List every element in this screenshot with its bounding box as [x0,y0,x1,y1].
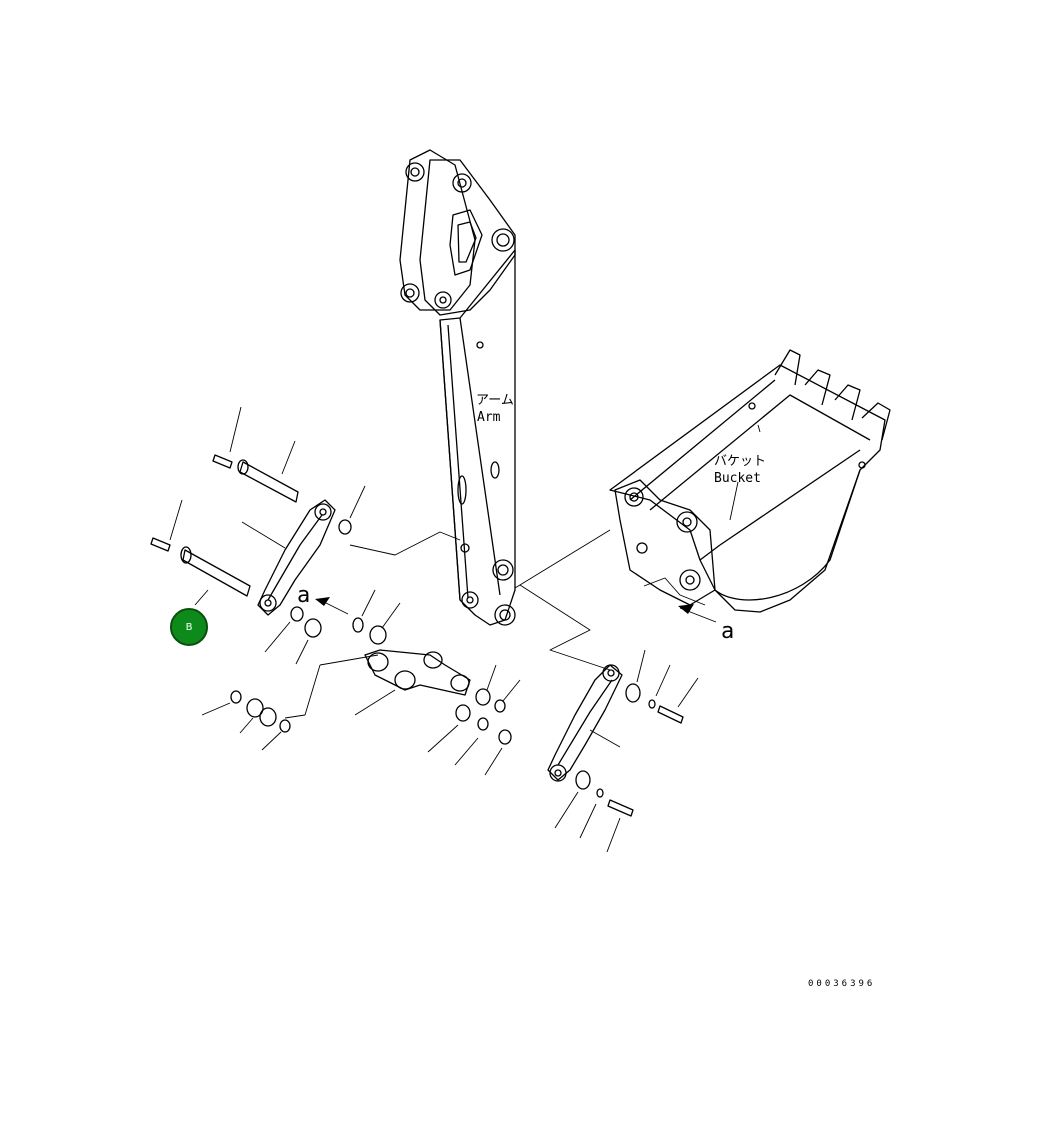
pins [150,454,684,817]
link-plate-left [257,499,336,616]
view-a-right: a [721,619,734,644]
leader-lines [169,406,761,853]
arrows [315,597,694,614]
callout-b-label: B [185,621,193,633]
h-link [364,649,471,696]
callout-b-button[interactable]: B [170,608,208,646]
link-plate-right [547,664,623,782]
drawing-number: 00036396 [808,979,875,989]
arm-label-jp: アーム [476,393,514,408]
arm [399,149,516,626]
bucket-label-jp: バケット [714,454,766,469]
bucket-label-en: Bucket [714,471,761,486]
bushings-washers [230,519,656,798]
bucket [609,349,891,613]
view-a-left: a [297,583,310,608]
arm-label-en: Arm [477,410,501,425]
